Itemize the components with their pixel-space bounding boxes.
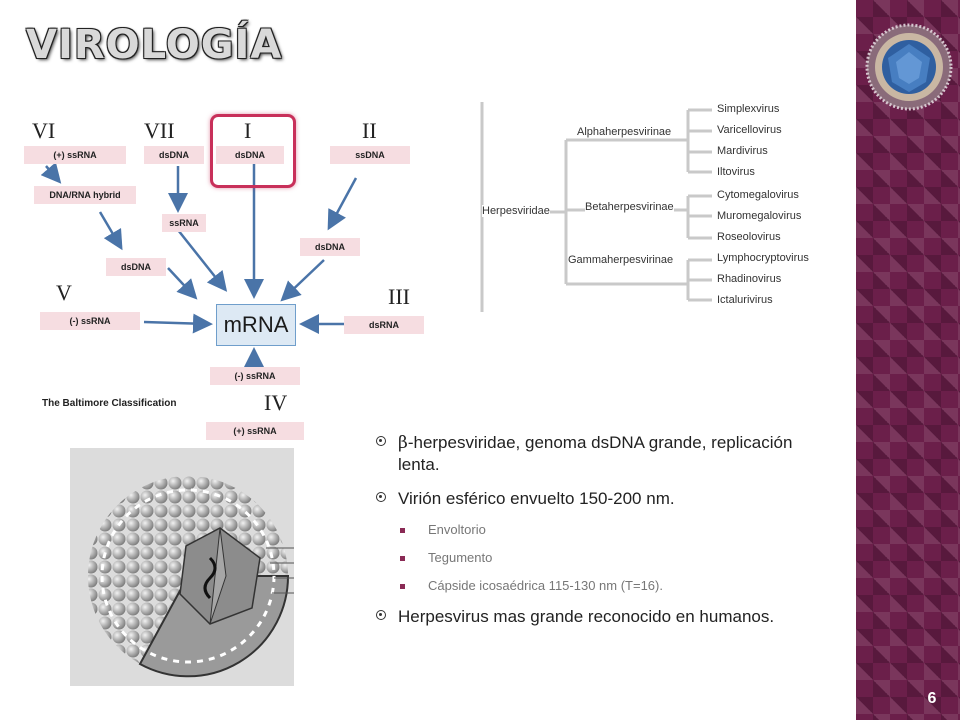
box-vi-dsdna: dsDNA [106, 258, 166, 276]
tree-subfamily-alpha: Alphaherpesvirinae [577, 126, 672, 138]
bullet-text: -herpesviridae, genoma dsDNA grande, rep… [398, 433, 793, 474]
tree-genus: Varicellovirus [717, 124, 782, 136]
box-iv-minus-ssrna: (-) ssRNA [210, 367, 300, 385]
beta-symbol: β [398, 433, 408, 453]
sub-bullet-tegumento: Tegumento [372, 550, 812, 566]
sub-bullet-capside: Cápside icosaédrica 115-130 nm (T=16). [372, 578, 812, 594]
class-v-label: V [56, 280, 72, 305]
herpesviridae-tree: Herpesviridae Alphaherpesvirinae Betaher… [474, 100, 834, 316]
baltimore-diagram: VI VII I II V III IV (+) ssRNA DNA/RNA h… [20, 108, 440, 448]
tree-genus: Simplexvirus [717, 103, 780, 115]
tree-genus: Rhadinovirus [717, 273, 782, 285]
bullet-beta-herpesviridae: β-herpesviridae, genoma dsDNA grande, re… [372, 432, 812, 476]
slide-number: 6 [927, 690, 937, 707]
class-vi-label: VI [32, 118, 56, 143]
square-bullet-icon [400, 528, 405, 533]
box-v-ssrna: (-) ssRNA [40, 312, 140, 330]
tree-subfamily-gamma: Gammaherpesvirinae [568, 254, 674, 266]
square-bullet-icon [400, 584, 405, 589]
square-bullet-icon [400, 556, 405, 561]
bullet-virion: Virión esférico envuelto 150-200 nm. [372, 488, 812, 510]
tree-family-label: Herpesviridae [482, 205, 550, 217]
baltimore-caption: The Baltimore Classification [42, 398, 177, 409]
class-vii-label: VII [144, 118, 175, 143]
sub-bullet-text: Envoltorio [428, 522, 486, 537]
tree-genus: Iltovirus [717, 166, 755, 178]
tree-genus: Ictalurivirus [717, 294, 773, 306]
box-ii-ssdna: ssDNA [330, 146, 410, 164]
class-i-label: I [244, 118, 252, 143]
box-vii-dsdna: dsDNA [144, 146, 204, 164]
bullet-marker-icon [376, 610, 386, 620]
bullet-text: Herpesvirus mas grande reconocido en hum… [398, 607, 775, 626]
bullet-text: Virión esférico envuelto 150-200 nm. [398, 489, 675, 508]
class-i-highlight [210, 114, 296, 188]
box-iii-dsrna: dsRNA [344, 316, 424, 334]
tree-genus: Roseolovirus [717, 231, 781, 243]
slide-title: VIROLOGÍA [26, 22, 283, 68]
virion-illustration [70, 448, 294, 686]
bullet-marker-icon [376, 436, 386, 446]
bullet-list: β-herpesviridae, genoma dsDNA grande, re… [372, 432, 812, 640]
sub-bullet-text: Cápside icosaédrica 115-130 nm (T=16). [428, 578, 663, 593]
herpesvirus-virion-image [70, 448, 294, 686]
tree-subfamily-beta: Betaherpesvirinae [585, 201, 674, 213]
box-vi-hybrid: DNA/RNA hybrid [34, 186, 136, 204]
bullet-marker-icon [376, 492, 386, 502]
bullet-herpesvirus-grande: Herpesvirus mas grande reconocido en hum… [372, 606, 812, 628]
virus-logo-icon [865, 23, 953, 111]
baltimore-arrows [40, 162, 358, 368]
box-vi-ssrna: (+) ssRNA [24, 146, 126, 164]
sub-bullet-envoltorio: Envoltorio [372, 522, 812, 538]
tree-genus: Lymphocryptovirus [717, 252, 809, 264]
box-i-dsdna: dsDNA [216, 146, 284, 164]
box-vii-ssrna: ssRNA [162, 214, 206, 232]
sub-bullet-text: Tegumento [428, 550, 493, 565]
tree-genus: Mardivirus [717, 145, 768, 157]
class-iii-label: III [388, 284, 410, 309]
tree-genus: Muromegalovirus [717, 210, 802, 222]
tree-genus: Cytomegalovirus [717, 189, 799, 201]
mrna-box: mRNA [216, 304, 296, 346]
class-ii-label: II [362, 118, 377, 143]
box-iv-plus-ssrna: (+) ssRNA [206, 422, 304, 440]
class-iv-label: IV [264, 390, 288, 415]
decorative-band [856, 0, 960, 720]
box-ii-dsdna: dsDNA [300, 238, 360, 256]
